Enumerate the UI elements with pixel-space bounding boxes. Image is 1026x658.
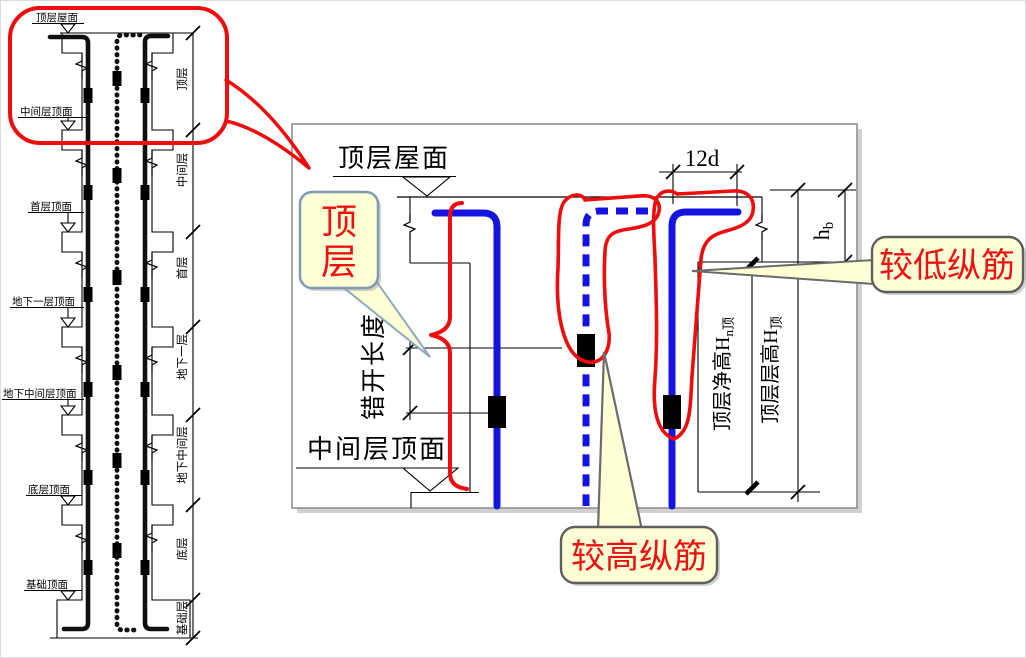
beam-depth-dim: hb: [809, 222, 837, 241]
floor-label: 基础顶面: [26, 578, 68, 591]
mid-floor-marker-triangle: [401, 467, 460, 492]
callout-higher-bar: 较高纵筋: [559, 351, 720, 586]
storey-brace: [429, 201, 469, 491]
mid-floor-surface-label: 中间层顶面: [307, 435, 447, 464]
callout-box: [559, 525, 719, 585]
callout-pointer: [596, 351, 644, 531]
rebar-lower-hook: [668, 208, 742, 510]
callout-higher-bar-label: 较高纵筋: [571, 538, 707, 576]
zoom-leader-beak: [224, 78, 311, 170]
floor-label: 底层顶面: [28, 483, 70, 496]
storey-label: 首层: [175, 257, 189, 280]
callout-top-storey-line1: 顶: [321, 202, 357, 242]
zoom-callout: [8, 6, 311, 170]
storey-label: 地下一层: [176, 334, 189, 380]
callout-top-storey: 顶 层: [298, 190, 431, 358]
callout-top-storey-line2: 层: [321, 242, 357, 282]
floor-labels: 顶层屋面 中间层顶面 首层顶面 地下一层顶面 地下中间层顶面 底层顶面 基础顶面: [3, 12, 78, 591]
callout-lower-bar: 较低纵筋: [691, 235, 1026, 295]
roof-surface-label: 顶层屋面: [338, 144, 450, 173]
floor-label: 地下中间层顶面: [3, 387, 77, 400]
storey-label: 底层: [175, 538, 189, 561]
callout-box: [298, 190, 380, 290]
rebar-right: [142, 33, 171, 632]
storey-labels: 顶层 中间层 首层 地下一层 地下中间层 底层 基础层: [175, 68, 189, 636]
floor-label: 顶层屋面: [36, 12, 78, 24]
storey-axis: [185, 25, 201, 646]
lower-bar-circle: [651, 189, 756, 441]
elevation-rebar-lines: [47, 32, 171, 633]
floor-label: 中间层顶面: [20, 105, 73, 118]
floor-leaders: [2, 22, 86, 601]
stagger-length-label: 错开长度: [360, 312, 388, 420]
rebar-higher-dashed: [582, 207, 648, 506]
panel-labels: 顶层屋面 中间层顶面 错开长度 12d hb 顶层净高Hn顶 顶层层高H顶: [307, 144, 837, 464]
higher-bar-circle: [555, 193, 662, 365]
hook-extension-dim: 12d: [685, 146, 720, 171]
floor-label: 首层顶面: [30, 200, 72, 213]
callout-box: [870, 235, 1025, 294]
rebar-left: [47, 34, 91, 632]
detail-panel: 顶层屋面 中间层顶面 错开长度 12d hb 顶层净高Hn顶 顶层层高H顶: [291, 123, 862, 513]
zoom-region-outline: [8, 6, 229, 145]
storey-label: 基础层: [176, 601, 189, 636]
red-annotations: [429, 189, 756, 491]
clear-height-dim: 顶层净高Hn顶: [711, 317, 736, 431]
callout-pointer: [691, 259, 875, 285]
elevation-splice-marks: [83, 71, 150, 575]
callout-lower-bar-label: 较低纵筋: [879, 247, 1015, 285]
floor-label: 地下一层顶面: [12, 295, 75, 308]
rebar-left-hook: [431, 209, 501, 510]
storey-height-dim: 顶层层高H顶: [759, 316, 784, 423]
storey-label: 地下中间层: [176, 426, 189, 484]
left-elevation: 顶层屋面 中间层顶面 首层顶面 地下一层顶面 地下中间层顶面 底层顶面 基础顶面…: [2, 12, 201, 646]
storey-label: 顶层: [176, 68, 189, 91]
rebar-middle-dotted: [114, 32, 143, 633]
storey-label: 中间层: [176, 153, 189, 188]
panel-rebars: [431, 207, 742, 510]
wall-outline: [50, 32, 198, 639]
roof-marker-triangle: [401, 176, 452, 197]
